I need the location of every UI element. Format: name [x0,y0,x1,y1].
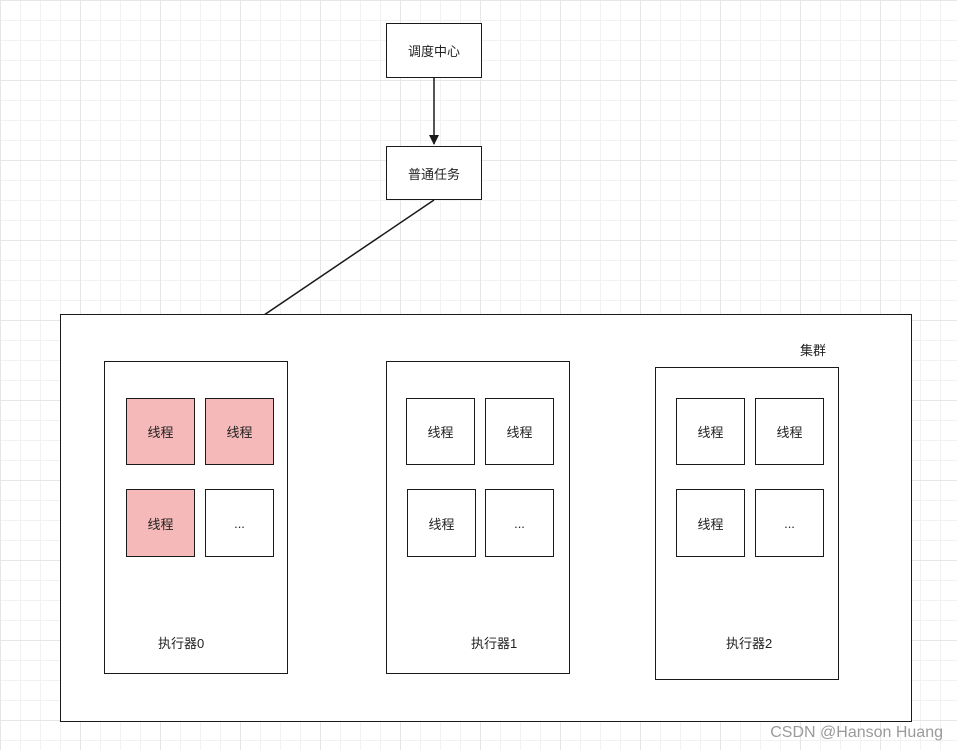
executor-0-thread-more: ... [205,489,274,557]
executor-2-thread-3: 线程 [676,489,745,557]
executor-2-label: 执行器2 [726,636,773,651]
executor-2-thread-more: ... [755,489,824,557]
executor-0-thread-3: 线程 [126,489,195,557]
thread-label: 线程 [147,425,174,440]
executor-0-thread-2: 线程 [205,398,274,465]
executor-1-thread-3: 线程 [407,489,476,557]
thread-label: 线程 [697,516,724,532]
executor-0-label: 执行器0 [158,636,205,651]
executor-0-thread-1: 线程 [126,398,195,465]
thread-label: ... [514,515,525,531]
executor-1-label: 执行器1 [471,636,518,651]
thread-label: 线程 [428,516,455,532]
executor-1-thread-more: ... [485,489,554,557]
thread-label: 线程 [147,516,174,532]
executor-1-thread-1: 线程 [406,398,475,465]
executor-2-thread-2: 线程 [755,398,824,465]
thread-label: 线程 [427,425,454,440]
thread-label: ... [234,515,245,531]
csdn-watermark: CSDN @Hanson Huang [770,724,943,741]
thread-label: 线程 [506,425,533,440]
thread-label: 线程 [226,425,253,440]
executor-2-thread-1: 线程 [676,398,745,465]
executor-1-thread-2: 线程 [485,398,554,465]
thread-label: 线程 [776,425,803,440]
normal-task-label: 普通任务 [407,166,460,182]
scheduler-center-label: 调度中心 [407,44,460,59]
cluster-label: 集群 [800,343,827,358]
thread-label: ... [784,515,795,531]
normal-task-node: 普通任务 [386,146,482,200]
thread-label: 线程 [697,425,724,440]
scheduler-center-node: 调度中心 [386,23,482,78]
